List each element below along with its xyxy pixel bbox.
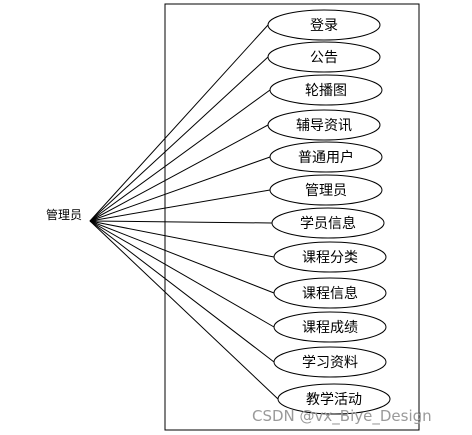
association-line bbox=[89, 124, 269, 222]
use-case-ellipse bbox=[269, 74, 383, 106]
use-case-label: 教学活动 bbox=[306, 392, 362, 408]
association-line bbox=[89, 220, 275, 363]
use-case: 课程信息 bbox=[273, 277, 387, 309]
use-case-label: 课程成绩 bbox=[302, 320, 358, 336]
use-case-ellipse bbox=[273, 241, 387, 273]
watermark: CSDN @vx_Biye_Design bbox=[252, 407, 432, 426]
use-case-label: 普通用户 bbox=[298, 149, 354, 166]
use-case: 辅导资讯 bbox=[267, 109, 381, 141]
association-line bbox=[89, 56, 269, 222]
association-lines bbox=[89, 24, 279, 400]
use-case: 公告 bbox=[267, 41, 381, 73]
system-boundary bbox=[164, 3, 420, 431]
use-case-label: 辅导资讯 bbox=[296, 118, 352, 134]
use-case-label: 学习资料 bbox=[302, 355, 358, 371]
use-case: 轮播图 bbox=[269, 74, 383, 106]
use-case: 学习资料 bbox=[273, 346, 387, 378]
association-line bbox=[89, 24, 269, 222]
use-case-ellipse bbox=[277, 383, 391, 415]
use-case-label: 管理员 bbox=[305, 183, 347, 199]
use-case-label: 学员信息 bbox=[300, 215, 356, 232]
use-case-label: 公告 bbox=[310, 50, 338, 66]
use-case-ellipse bbox=[269, 141, 383, 173]
use-case-label: 轮播图 bbox=[305, 83, 347, 99]
use-case-ellipse bbox=[267, 41, 381, 73]
association-line bbox=[89, 220, 279, 400]
association-line bbox=[89, 220, 273, 224]
use-case-label: 课程信息 bbox=[302, 285, 358, 302]
use-case-label: 课程分类 bbox=[302, 250, 358, 266]
use-case-ellipse bbox=[267, 109, 381, 141]
use-case: 学员信息 bbox=[271, 207, 385, 239]
use-case: 普通用户 bbox=[269, 141, 383, 173]
association-line bbox=[89, 220, 275, 328]
association-line bbox=[89, 220, 275, 258]
use-cases: 登录公告轮播图辅导资讯普通用户管理员学员信息课程分类课程信息课程成绩学习资料教学… bbox=[267, 9, 391, 415]
association-line bbox=[89, 89, 271, 222]
association-line bbox=[89, 220, 275, 294]
use-case-ellipse bbox=[269, 174, 383, 206]
actor-label: 管理员 bbox=[46, 207, 82, 222]
use-case-ellipse bbox=[267, 9, 381, 41]
use-case-ellipse bbox=[271, 207, 385, 239]
use-case-ellipse bbox=[273, 346, 387, 378]
association-line bbox=[89, 189, 271, 222]
use-case: 管理员 bbox=[269, 174, 383, 206]
use-case-ellipse bbox=[273, 277, 387, 309]
use-case-label: 登录 bbox=[310, 18, 338, 34]
use-case: 课程成绩 bbox=[273, 311, 387, 343]
use-case-ellipse bbox=[273, 311, 387, 343]
association-line bbox=[89, 156, 271, 222]
use-case: 登录 bbox=[267, 9, 381, 41]
use-case: 教学活动 bbox=[277, 383, 391, 415]
use-case: 课程分类 bbox=[273, 241, 387, 273]
